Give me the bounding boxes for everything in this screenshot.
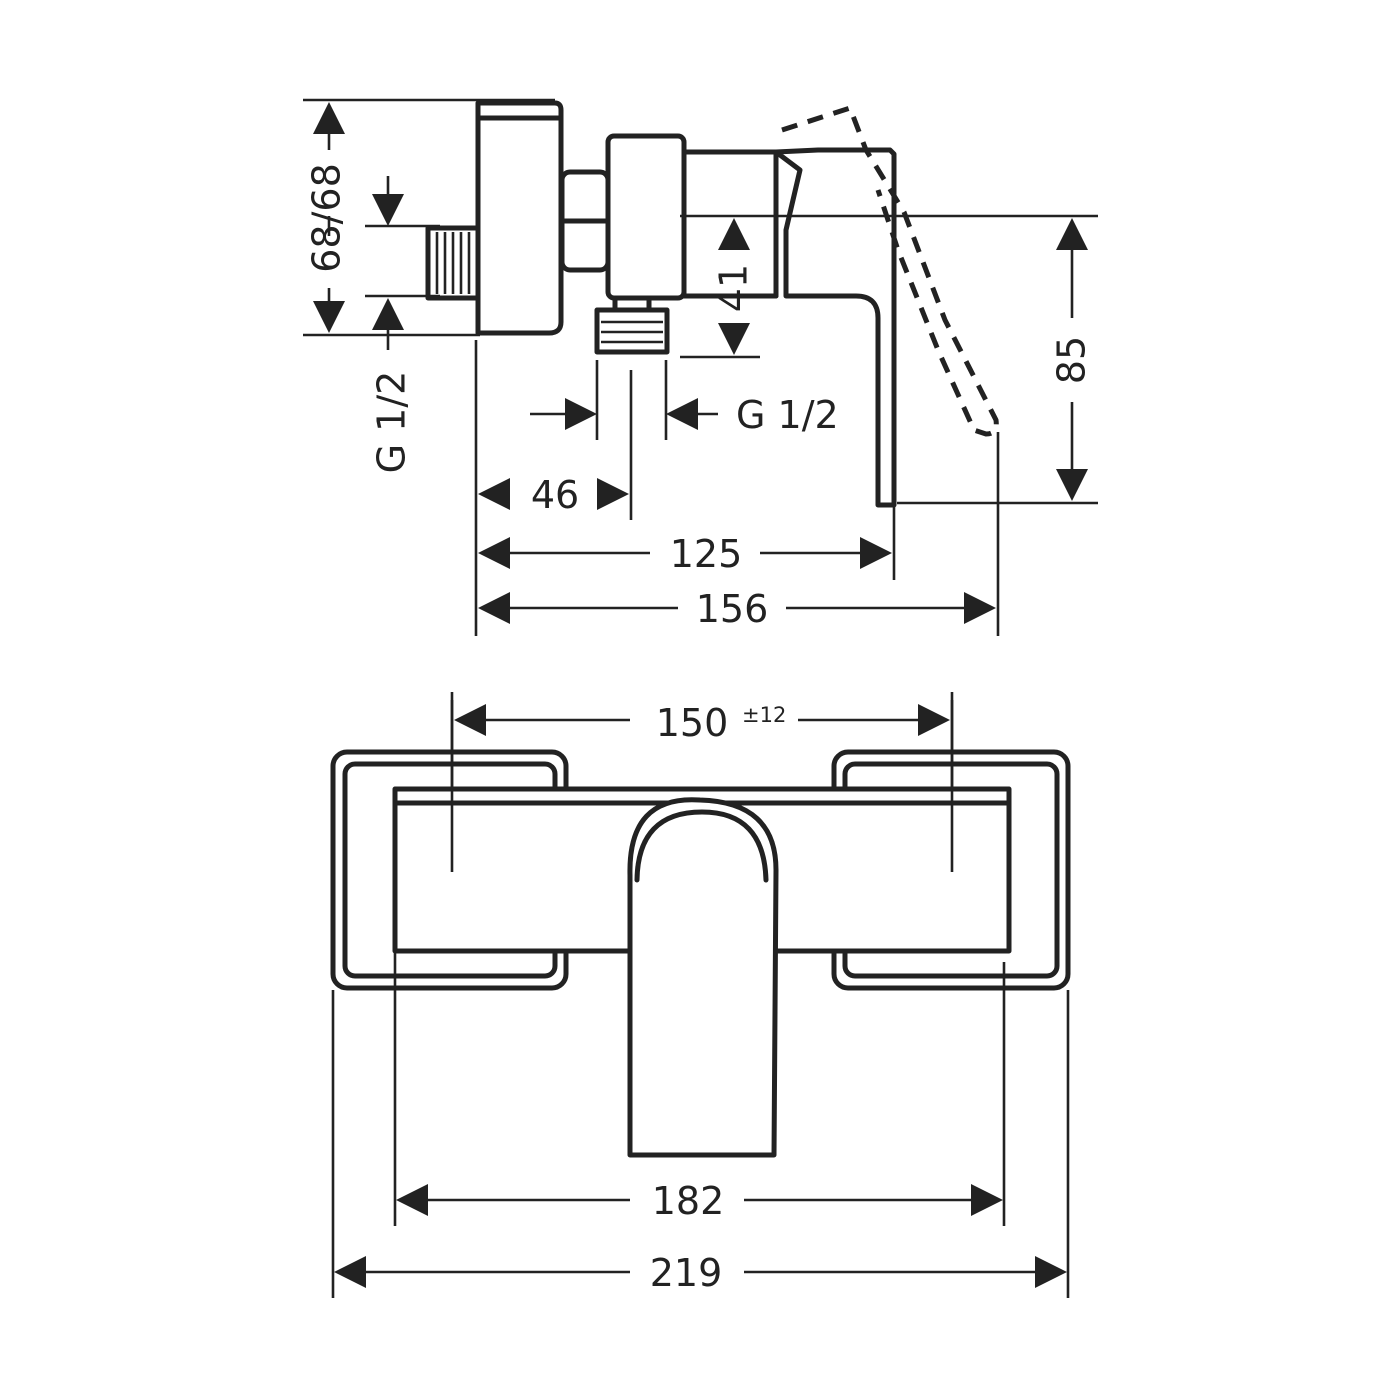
front-view: 150 ±12 182 219 [330, 692, 1071, 1298]
dim-height-total-label: 68/68 [305, 163, 349, 273]
dim-centers [454, 704, 950, 736]
dim-outlet-offset-label: 46 [531, 473, 579, 517]
dim-outlet-height [718, 218, 750, 355]
mixer-body [605, 133, 779, 301]
dim-body-width-label: 182 [652, 1179, 725, 1223]
dim-centers-label: 150 [656, 701, 729, 745]
outlet-thread [594, 295, 670, 355]
wall-plate [475, 100, 564, 336]
dim-height-total [313, 102, 345, 333]
lever-handle [773, 147, 897, 508]
dim-handle-depth [478, 537, 892, 569]
dim-handle-height-label: 85 [1050, 336, 1094, 384]
thread-connector-left [425, 225, 481, 301]
lever-handle-open-position [781, 105, 999, 437]
dim-thread-left-label: G 1/2 [370, 371, 414, 474]
dim-handle-depth-label: 125 [670, 532, 743, 576]
hex-nut [559, 169, 611, 273]
dim-total-width-label: 219 [650, 1251, 723, 1295]
dim-centers-tolerance: ±12 [742, 703, 786, 727]
dim-thread-outlet-label: G 1/2 [736, 393, 839, 437]
dim-thread-outlet [530, 398, 718, 430]
dim-total-depth-label: 156 [696, 587, 769, 631]
lever-handle-front [627, 797, 779, 1158]
dim-handle-height [1056, 218, 1088, 501]
dim-body-width [396, 1184, 1003, 1216]
dim-total-depth [478, 592, 996, 624]
side-view: 68/68 G 1/2 41 G 1/2 8 [303, 98, 1098, 636]
dim-thread-left [372, 176, 404, 350]
dim-total-width [334, 1256, 1067, 1288]
dim-outlet-height-label: 41 [712, 264, 756, 312]
dim-outlet-offset [478, 478, 629, 510]
